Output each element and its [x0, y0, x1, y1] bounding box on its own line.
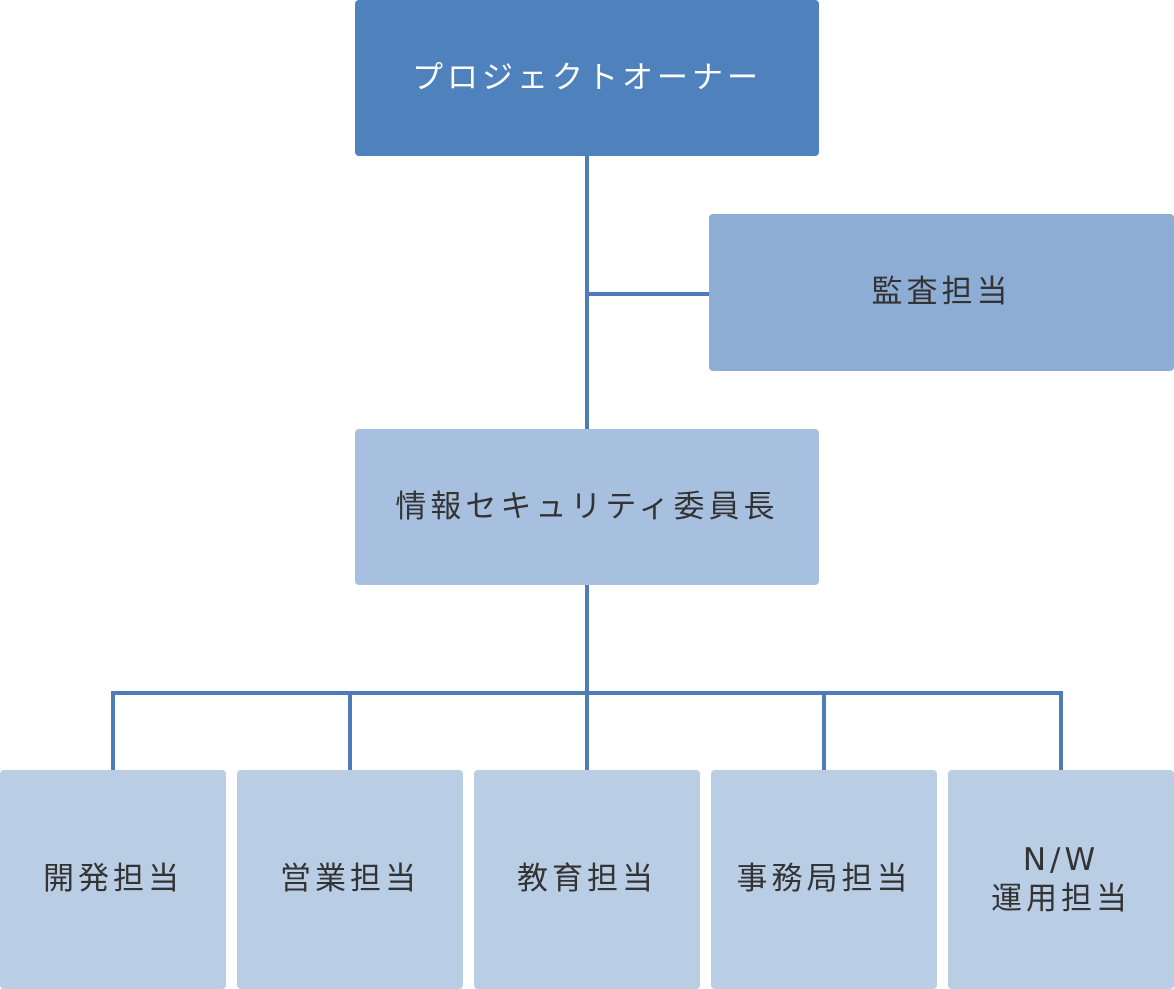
- secretariat-box: 事務局担当: [711, 770, 937, 989]
- audit-box: 監査担当: [709, 214, 1174, 371]
- security-chair-label: 情報セキュリティ委員長: [395, 488, 779, 525]
- secretariat-label: 事務局担当: [736, 861, 912, 898]
- development-box: 開発担当: [0, 770, 226, 989]
- project-owner-label: プロジェクトオーナー: [412, 59, 762, 96]
- sales-box: 営業担当: [237, 770, 463, 989]
- project-owner-box: プロジェクトオーナー: [355, 0, 819, 156]
- education-label: 教育担当: [517, 861, 657, 898]
- education-box: 教育担当: [474, 770, 700, 989]
- network-operations-box: N/W 運用担当: [948, 770, 1174, 989]
- development-label: 開発担当: [43, 861, 183, 898]
- network-operations-label: N/W 運用担当: [991, 841, 1131, 917]
- security-chair-box: 情報セキュリティ委員長: [355, 429, 819, 585]
- sales-label: 営業担当: [280, 861, 420, 898]
- audit-label: 監査担当: [871, 274, 1012, 311]
